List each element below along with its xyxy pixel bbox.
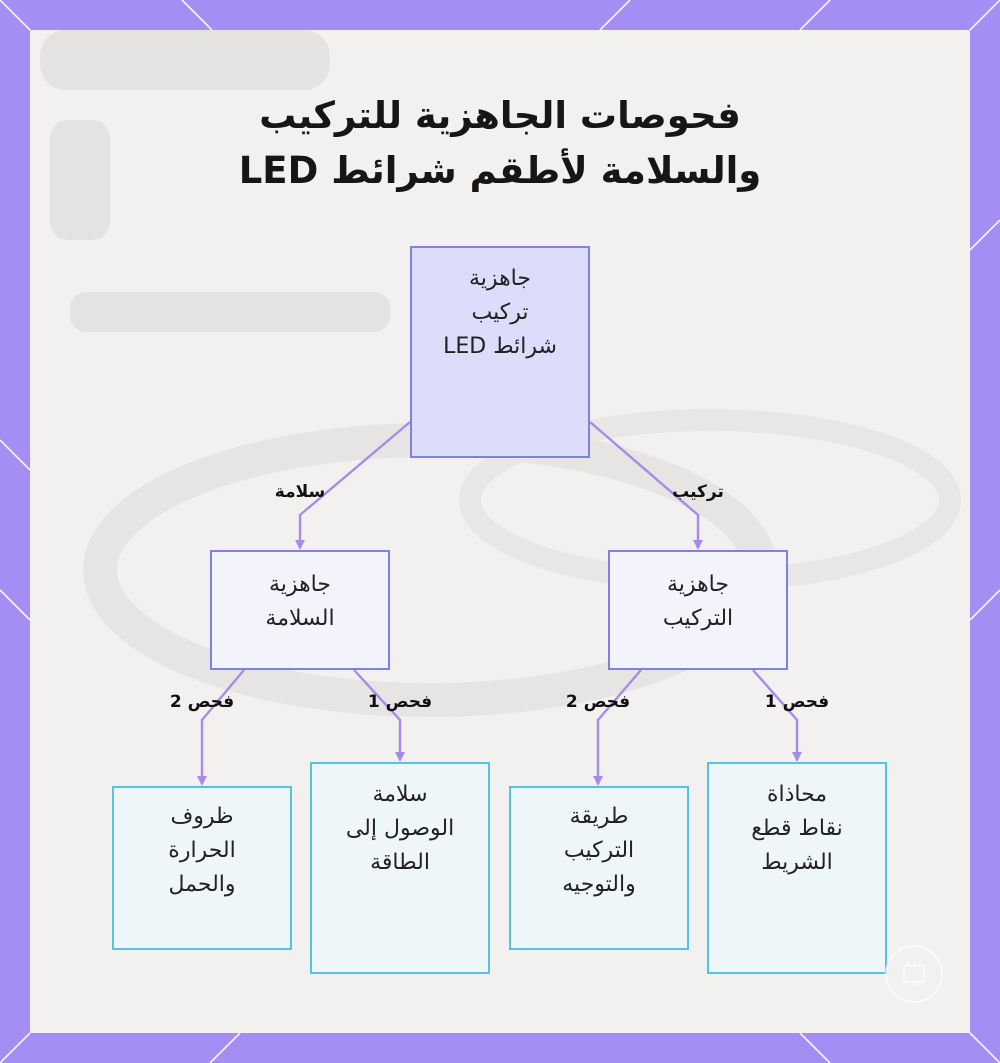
- edge-label-safety: سلامة: [274, 482, 326, 502]
- diagram-connectors: [197, 421, 802, 786]
- node-method-line-1: طريقة: [569, 804, 629, 829]
- node-safety-line-1: جاهزية: [269, 572, 331, 597]
- title-line-1: فحوصات الجاهزية للتركيب: [259, 94, 741, 137]
- edge-safety-thermal: [197, 669, 245, 786]
- node-strip-cut-alignment: محاذاة نقاط قطع الشريط: [707, 762, 887, 974]
- node-thermal-line-1: ظروف: [170, 804, 234, 829]
- node-power-access-safety: سلامة الوصول إلى الطاقة: [310, 762, 490, 974]
- title-line-2: والسلامة لأطقم شرائط LED: [238, 149, 762, 192]
- edge-label-install: تركيب: [672, 482, 724, 502]
- edge-label-safety-check2: فحص 2: [169, 692, 235, 712]
- edge-install-method: [593, 669, 642, 786]
- node-align-line-3: الشريط: [761, 850, 833, 875]
- edge-install-align: [752, 669, 802, 762]
- node-root: جاهزية تركيب شرائط LED: [410, 246, 590, 458]
- node-method-line-2: التركيب: [563, 838, 635, 863]
- node-install-line-2: التركيب: [662, 606, 734, 631]
- node-thermal-load: ظروف الحرارة والحمل: [112, 786, 292, 950]
- node-root-line-3: شرائط LED: [443, 334, 557, 359]
- node-safety-readiness: جاهزية السلامة: [210, 550, 390, 670]
- edge-label-install-check1: فحص 1: [764, 692, 830, 712]
- node-root-line-2: تركيب: [471, 300, 529, 325]
- edge-label-install-check2: فحص 2: [565, 692, 631, 712]
- node-power-line-3: الطاقة: [370, 850, 430, 875]
- node-align-line-1: محاذاة: [766, 782, 828, 807]
- node-align-line-2: نقاط قطع: [751, 816, 843, 841]
- edge-label-safety-check1: فحص 1: [367, 692, 433, 712]
- edge-safety-power: [353, 669, 405, 762]
- node-method-line-3: والتوجيه: [562, 872, 636, 897]
- node-mounting-method: طريقة التركيب والتوجيه: [509, 786, 689, 950]
- node-thermal-line-3: والحمل: [168, 872, 236, 897]
- node-power-line-1: سلامة: [372, 782, 428, 807]
- node-install-readiness: جاهزية التركيب: [608, 550, 788, 670]
- chip-watermark-icon: [885, 945, 943, 1003]
- node-root-line-1: جاهزية: [469, 266, 531, 291]
- node-power-line-2: الوصول إلى: [345, 816, 455, 841]
- node-safety-line-2: السلامة: [265, 606, 335, 631]
- edge-root-safety: [295, 421, 411, 550]
- node-thermal-line-2: الحرارة: [168, 838, 236, 863]
- node-install-line-1: جاهزية: [667, 572, 729, 597]
- diagram-canvas: فحوصات الجاهزية للتركيب والسلامة لأطقم ش…: [30, 30, 970, 1033]
- diagram-title: فحوصات الجاهزية للتركيب والسلامة لأطقم ش…: [30, 88, 970, 198]
- edge-root-install: [589, 421, 703, 550]
